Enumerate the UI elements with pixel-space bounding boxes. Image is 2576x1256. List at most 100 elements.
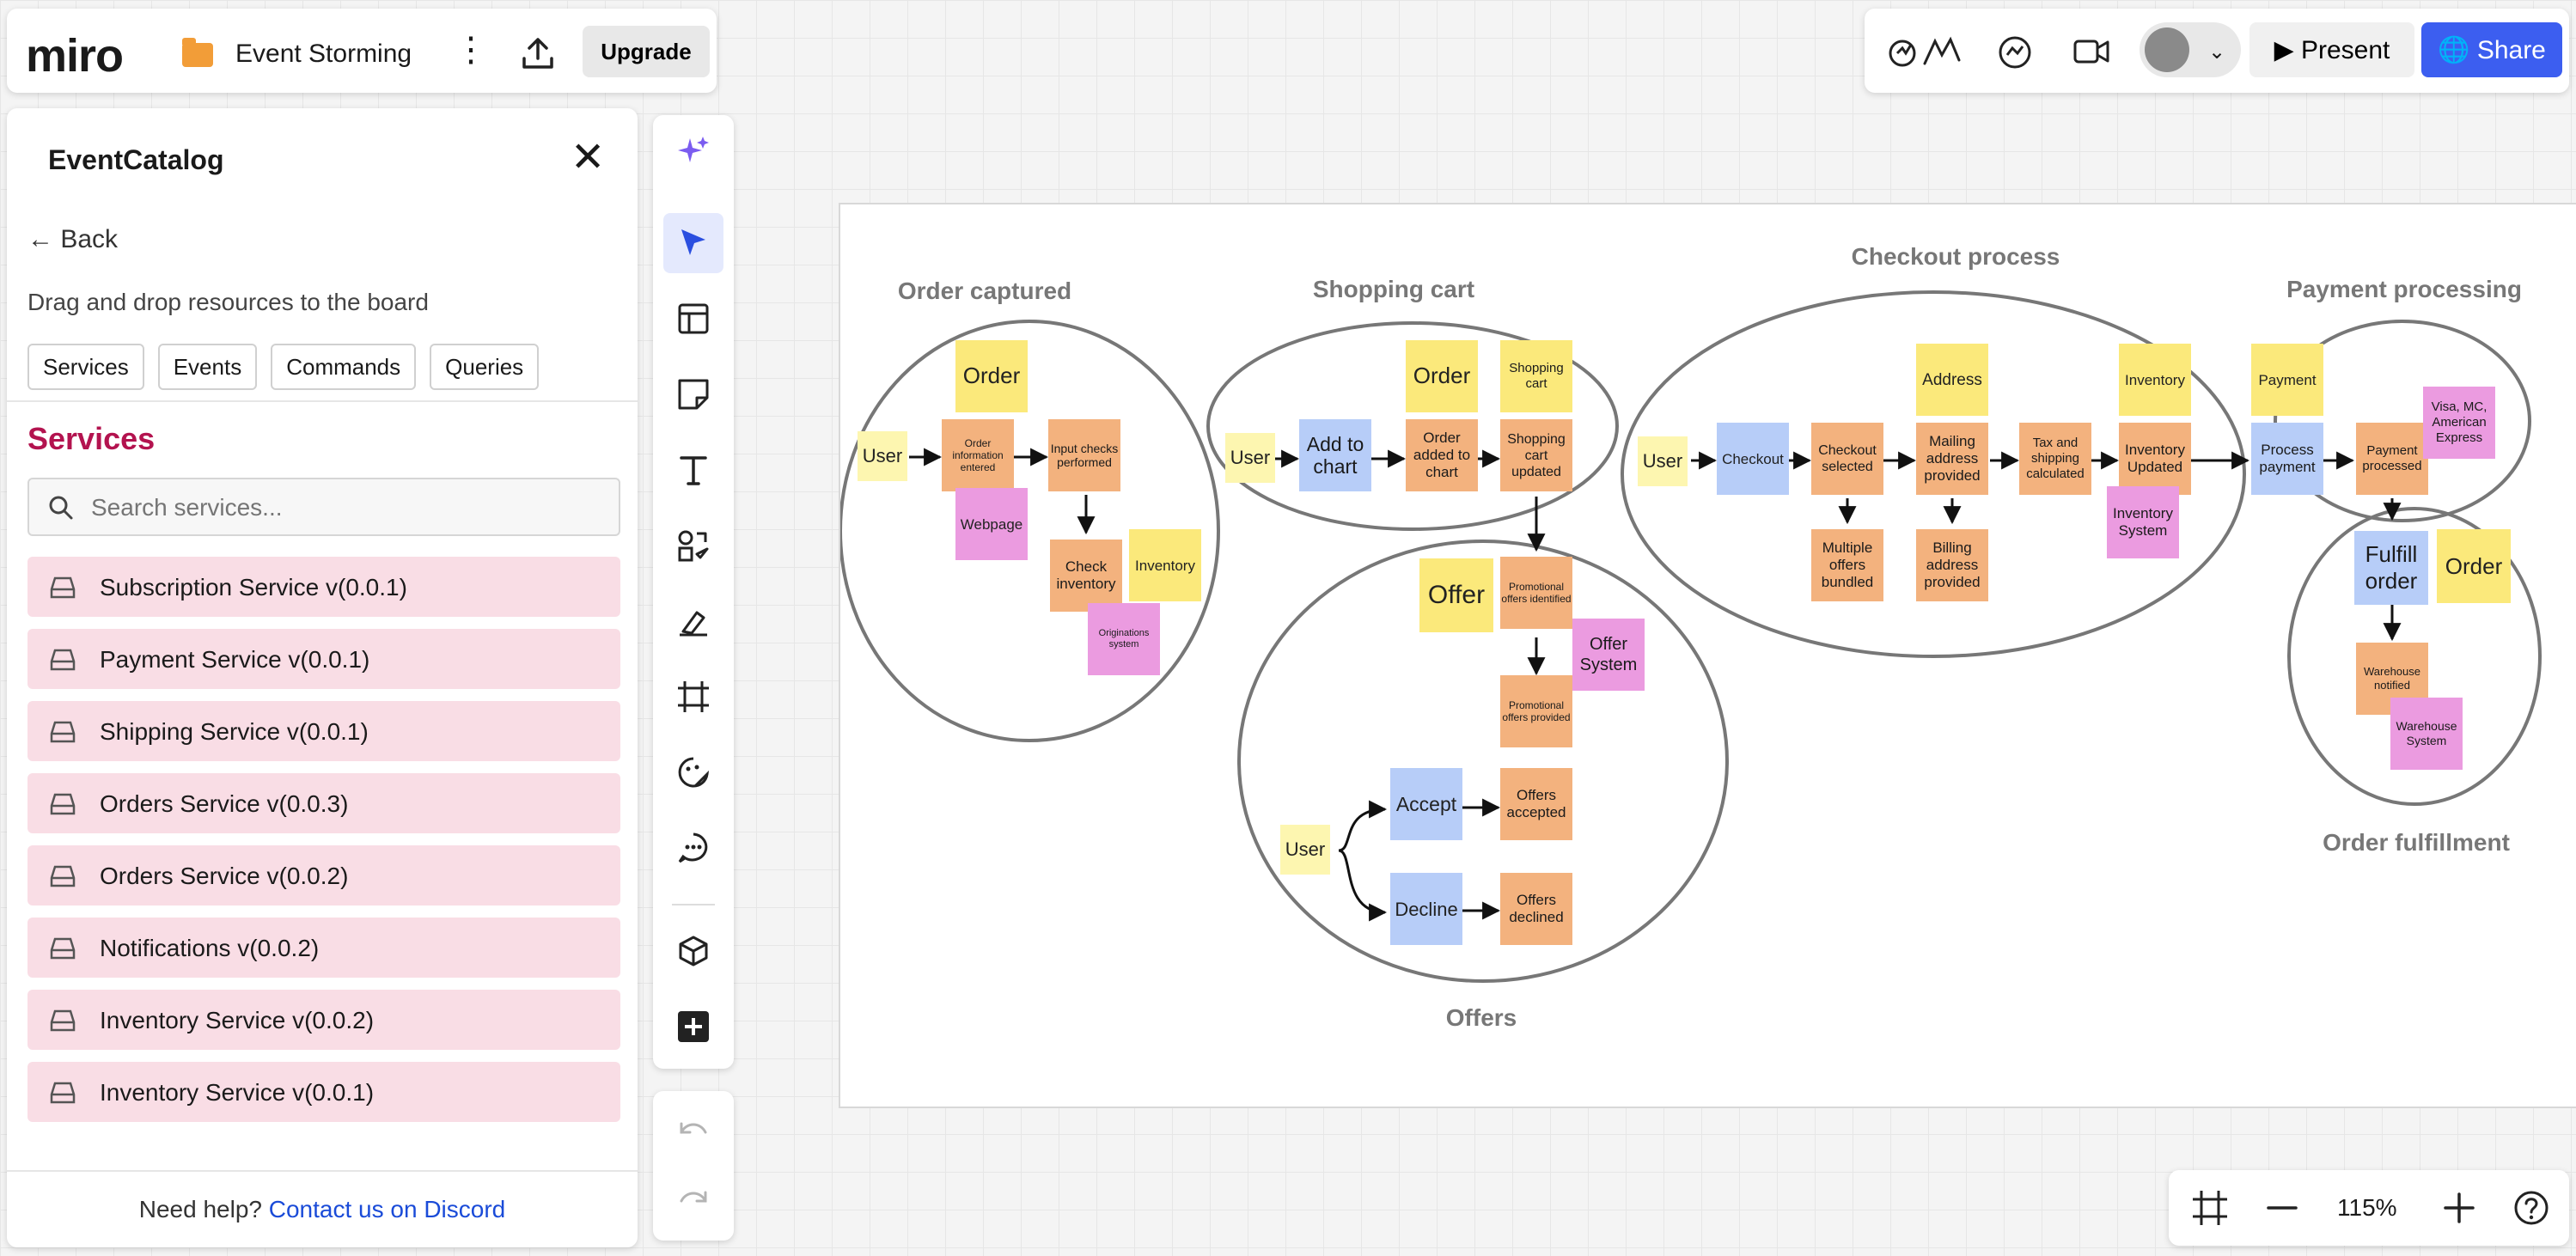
sticky-note[interactable] [1916,529,1988,601]
sticky-note[interactable] [1572,619,1645,691]
zoom-level[interactable]: 115% [2337,1194,2397,1221]
redo-icon[interactable] [663,1170,723,1230]
sticky-note[interactable] [858,431,907,481]
list-item[interactable]: Inventory Service v(0.0.1) [27,1062,620,1122]
sticky-note[interactable] [2019,423,2091,495]
list-item[interactable]: Subscription Service v(0.0.1) [27,557,620,617]
sticky-note[interactable] [1500,768,1572,840]
select-cursor-icon[interactable] [663,213,723,273]
sticky-note-icon[interactable] [663,364,723,424]
sticky-note[interactable] [2356,423,2428,495]
present-button[interactable]: ▶ Present [2249,22,2414,77]
cluster-order-fulfillment [2287,507,2542,806]
sticky-note[interactable] [1500,340,1572,412]
sticky-note[interactable] [1299,419,1371,491]
miro-logo[interactable]: miro [26,30,124,82]
sticky-note[interactable] [2437,529,2511,603]
add-more-icon[interactable] [663,997,723,1057]
sticky-note[interactable] [2251,344,2323,416]
sticky-note[interactable] [1811,529,1883,601]
sticky-note[interactable] [2107,486,2179,558]
sticky-note[interactable] [1050,540,1122,612]
sticky-note[interactable] [1280,825,1330,875]
sticky-note[interactable] [1717,423,1789,495]
sticker-icon[interactable] [663,742,723,802]
sticky-note[interactable] [1088,603,1160,675]
list-item[interactable]: Payment Service v(0.0.1) [27,629,620,689]
list-item[interactable]: Notifications v(0.0.2) [27,918,620,978]
sticky-note[interactable] [1500,419,1572,491]
close-icon[interactable]: ✕ [571,135,606,180]
sticky-note[interactable] [1811,423,1883,495]
board-title[interactable]: Event Storming [235,40,412,68]
sticky-note[interactable] [2423,387,2495,459]
sticky-note[interactable] [955,488,1028,560]
sticky-note[interactable] [2119,423,2191,495]
reactions-icon[interactable] [1887,34,1964,69]
chat-icon[interactable] [1997,34,2033,70]
text-icon[interactable] [663,440,723,500]
sticky-note[interactable] [1916,344,1988,416]
export-icon[interactable] [519,34,557,72]
sticky-note[interactable] [1390,768,1462,840]
sticky-note[interactable] [2119,344,2191,416]
board-frame[interactable]: Order captured Shopping cart Checkout pr… [839,203,2576,1108]
sticky-note[interactable] [1406,340,1478,412]
sticky-note[interactable] [1129,529,1201,601]
search-input[interactable] [89,490,600,526]
tab-events[interactable]: Events [157,344,258,390]
sticky-note[interactable] [1048,419,1120,491]
pen-icon[interactable] [663,591,723,651]
list-item[interactable]: Inventory Service v(0.0.2) [27,990,620,1050]
share-button[interactable]: 🌐 Share [2421,22,2562,77]
sticky-note[interactable] [1916,423,1988,495]
sticky-note[interactable] [2390,698,2463,770]
video-call-icon[interactable] [2072,34,2110,69]
list-item[interactable]: Shipping Service v(0.0.1) [27,701,620,761]
undo-icon[interactable] [663,1101,723,1161]
sticky-note[interactable] [1500,557,1572,629]
note-text: Checkout selected [1818,443,1877,474]
discord-link[interactable]: Contact us on Discord [268,1196,506,1222]
sticky-note[interactable] [1419,558,1493,632]
zoom-out-icon[interactable] [2265,1189,2299,1227]
cluster-checkout-process [1621,290,2246,658]
fit-to-screen-icon[interactable] [2191,1189,2229,1227]
sticky-note[interactable] [1390,873,1462,945]
sticky-note[interactable] [1500,873,1572,945]
note-body: Inventory Updated [2125,442,2185,475]
creation-toolbar [653,115,734,1069]
sticky-note[interactable] [1225,433,1275,483]
list-item[interactable]: Orders Service v(0.0.2) [27,845,620,905]
note-text: Checkout [1722,451,1784,467]
list-item[interactable]: Orders Service v(0.0.3) [27,773,620,833]
folder-icon[interactable] [182,38,213,67]
note-text: Payment processed [2362,443,2422,473]
zoom-in-icon[interactable] [2442,1189,2476,1227]
upgrade-button[interactable]: Upgrade [583,26,710,77]
tab-services[interactable]: Services [27,344,144,390]
sticky-note[interactable] [1406,419,1478,491]
tab-commands[interactable]: Commands [271,344,417,390]
sticky-note[interactable] [1638,436,1688,486]
sticky-note[interactable] [2251,423,2323,495]
frame-icon[interactable] [663,667,723,727]
tab-queries[interactable]: Queries [430,344,540,390]
sticky-note[interactable] [1500,675,1572,747]
comment-icon[interactable] [663,818,723,878]
help-icon[interactable] [2512,1189,2550,1227]
note-text: Offer [1428,581,1485,609]
shapes-icon[interactable] [663,515,723,576]
note-text: Originations system [1098,628,1150,649]
sticky-note[interactable] [955,340,1028,412]
user-avatar-menu[interactable]: ⌄ [2140,22,2241,77]
3d-cube-icon[interactable] [663,921,723,981]
sticky-note[interactable] [2354,531,2428,605]
sticky-note[interactable] [942,419,1014,491]
ai-sparkle-icon[interactable] [663,124,723,180]
back-link[interactable]: ← Back [27,225,118,254]
template-icon[interactable] [663,289,723,349]
note-body: Shopping cart updated [1507,432,1566,479]
more-options-icon[interactable]: ⋮ [454,31,488,69]
note-text: Payment [2258,372,2316,388]
